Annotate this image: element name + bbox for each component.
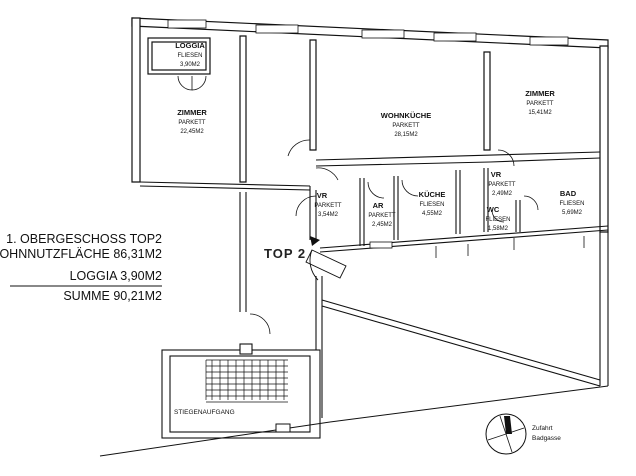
room-name: ZIMMER (177, 108, 207, 117)
stair-core (161, 192, 609, 439)
room-floor: PARKETT (368, 213, 396, 219)
compass-line-2: Badgasse (532, 435, 561, 442)
room-name: BAD (560, 189, 577, 198)
room-floor: FLIESEN (419, 202, 444, 208)
room-name: KÜCHE (419, 190, 446, 199)
stair-label: STIEGENAUFGANG (174, 409, 235, 416)
room-floor: PARKETT (392, 123, 420, 129)
room-area: 3,54M2 (318, 212, 339, 218)
room-area: 1,58M2 (488, 226, 509, 232)
unit-label: TOP 2 (264, 246, 306, 261)
summary-floor: 1. OBERGESCHOSS TOP2 (6, 232, 162, 246)
room-floor: FLIESEN (559, 201, 584, 207)
room-area: 2,45M2 (372, 222, 393, 228)
room-area: 3,90M2 (180, 62, 201, 68)
room-label-loggia: LOGGIA FLIESEN 3,90M2 (175, 41, 205, 68)
interior-walls (139, 151, 609, 253)
room-label-zimmer-1: ZIMMER PARKETT 22,45M2 (177, 108, 207, 135)
room-label-vr-2: VR PARKETT 2,49M2 (488, 170, 516, 197)
room-label-zimmer-2: ZIMMER PARKETT 15,41M2 (525, 89, 555, 116)
summary-loggia: LOGGIA 3,90M2 (70, 269, 162, 283)
room-area: 22,45M2 (180, 129, 204, 135)
room-area: 2,49M2 (492, 191, 513, 197)
room-label-wohnkueche: WOHNKÜCHE PARKETT 28,15M2 (381, 111, 431, 138)
entrance-door (305, 249, 347, 281)
room-floor: PARKETT (488, 182, 516, 188)
room-label-bad: BAD FLIESEN 5,69M2 (559, 189, 584, 216)
summary-living-area: WOHNNUTZFLÄCHE 86,31M2 (0, 247, 162, 261)
stair-treads (205, 359, 288, 403)
area-summary: 1. OBERGESCHOSS TOP2 WOHNNUTZFLÄCHE 86,3… (0, 232, 162, 303)
room-name: LOGGIA (175, 41, 205, 50)
room-floor: PARKETT (526, 101, 554, 107)
summary-total: SUMME 90,21M2 (63, 289, 162, 303)
room-name: AR (373, 201, 384, 210)
room-area: 5,69M2 (562, 210, 583, 216)
compass-line-1: Zufahrt (532, 425, 553, 432)
room-floor: PARKETT (314, 203, 342, 209)
compass: Zufahrt Badgasse (485, 413, 561, 455)
entrance-marker (310, 236, 320, 246)
room-floor: FLIESEN (177, 53, 202, 59)
compass-needle-icon (504, 416, 512, 434)
room-label-wc: WC FLIESEN 1,58M2 (485, 205, 510, 232)
fixtures (369, 236, 585, 258)
room-floor: FLIESEN (485, 217, 510, 223)
room-name: VR (491, 170, 502, 179)
room-area: 15,41M2 (528, 110, 552, 116)
room-name: ZIMMER (525, 89, 555, 98)
walls (131, 17, 609, 233)
door-swings (177, 75, 539, 335)
room-name: WOHNKÜCHE (381, 111, 431, 120)
room-area: 4,55M2 (422, 211, 443, 217)
room-label-vr-1: VR PARKETT 3,54M2 (314, 191, 342, 218)
room-area: 28,15M2 (394, 132, 418, 138)
room-name: WC (487, 205, 500, 214)
room-floor: PARKETT (178, 120, 206, 126)
bottom-walls (99, 385, 609, 457)
room-label-kueche: KÜCHE FLIESEN 4,55M2 (419, 190, 446, 217)
room-name: VR (317, 191, 328, 200)
windows (167, 19, 569, 46)
room-label-ar: AR PARKETT 2,45M2 (368, 201, 396, 228)
